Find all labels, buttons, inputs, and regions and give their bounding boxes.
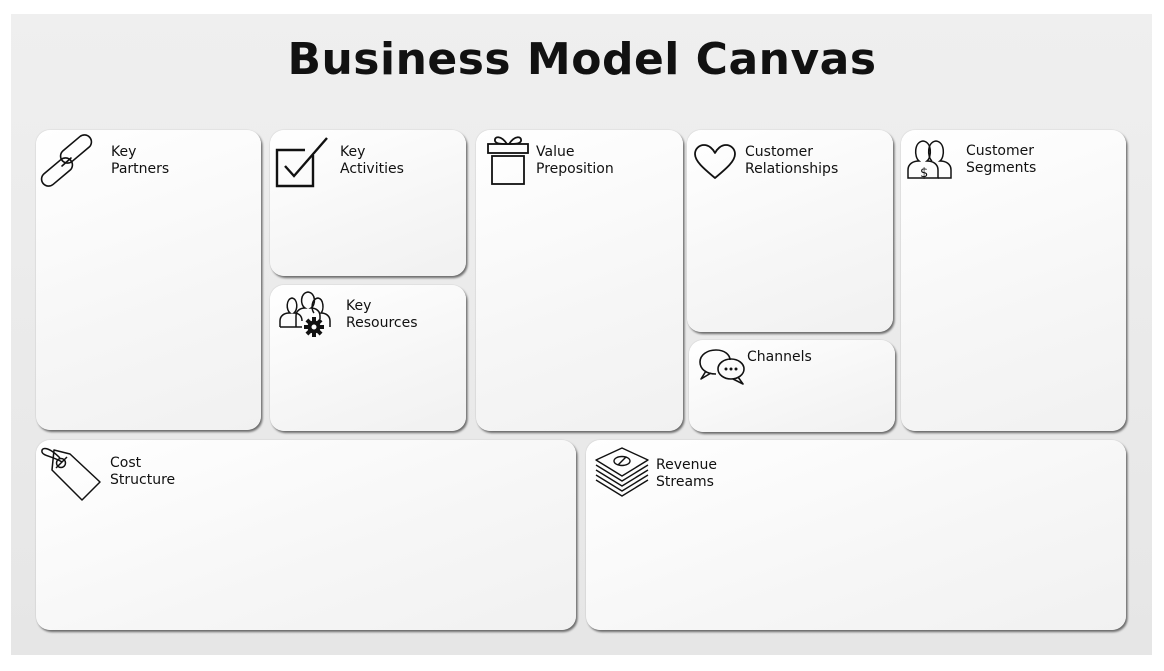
key-activities-block[interactable]: Key Activities <box>270 130 466 276</box>
key-resources-label: Key Resources <box>346 298 418 331</box>
page-title: Business Model Canvas <box>287 34 877 85</box>
key-partners-label: Key Partners <box>111 144 170 177</box>
channels-block[interactable]: Channels <box>689 340 895 432</box>
svg-text:$: $ <box>920 166 928 181</box>
key-resources-block[interactable]: Key Resources <box>270 285 466 431</box>
checkbox-icon <box>275 136 331 188</box>
customer-segments-block[interactable]: $ Customer Segments <box>901 130 1126 431</box>
customer-relationships-label: Customer Relationships <box>745 144 839 177</box>
channels-label: Channels <box>747 349 812 365</box>
speech-bubbles-icon <box>698 348 746 386</box>
chain-link-icon <box>38 134 94 188</box>
revenue-streams-label: Revenue Streams <box>656 457 717 490</box>
cost-structure-block[interactable]: Cost Structure <box>36 440 576 630</box>
gift-icon <box>486 134 530 186</box>
key-activities-label: Key Activities <box>340 144 404 177</box>
customer-segments-label: Customer Segments <box>966 143 1037 176</box>
price-tag-icon <box>40 444 102 501</box>
revenue-streams-block[interactable]: Revenue Streams <box>586 440 1126 630</box>
value-proposition-block[interactable]: Value Preposition <box>476 130 683 431</box>
value-proposition-label: Value Preposition <box>536 144 614 177</box>
cost-structure-label: Cost Structure <box>110 455 176 488</box>
people-dollar-icon: $ <box>906 136 964 181</box>
customer-relationships-block[interactable]: Customer Relationships <box>687 130 893 332</box>
people-gear-icon <box>278 291 340 339</box>
money-stack-icon <box>594 446 650 500</box>
heart-icon <box>693 144 737 180</box>
key-partners-block[interactable]: Key Partners <box>36 130 261 430</box>
